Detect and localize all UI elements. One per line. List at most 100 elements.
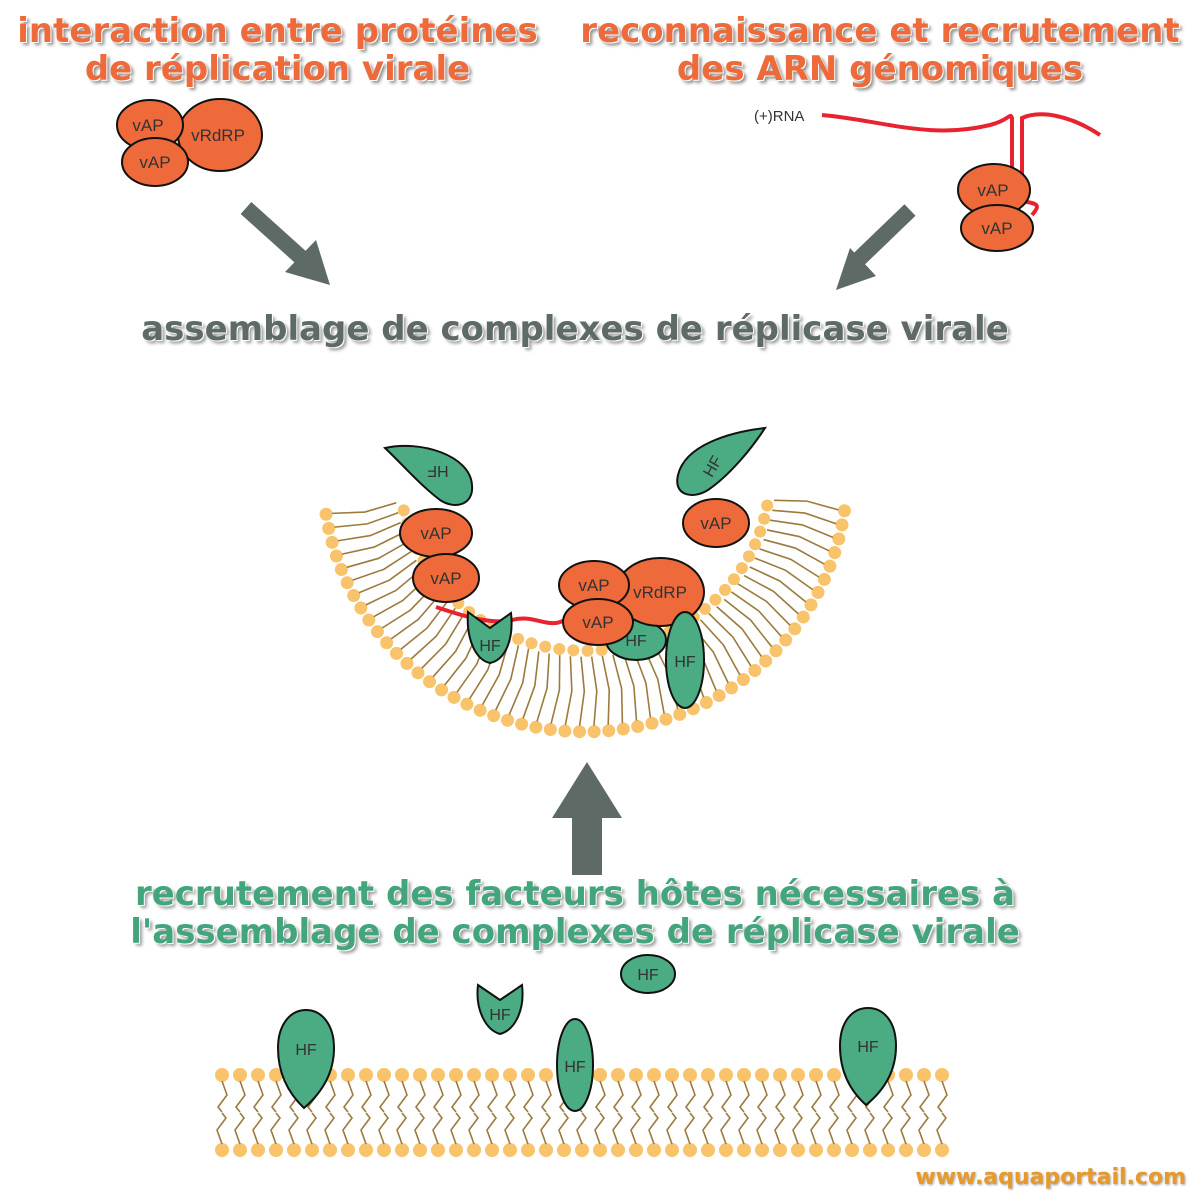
lipid-head: [411, 666, 425, 680]
arrow-up: [552, 762, 622, 875]
lipid-head: [631, 720, 645, 734]
lipid-tail: [633, 650, 652, 718]
lipid-tail: [648, 1112, 660, 1145]
lipid-head: [647, 1143, 661, 1157]
lipid-head: [233, 1143, 247, 1157]
lipid-tail: [342, 1080, 354, 1113]
lipid-head: [515, 717, 529, 731]
lipid-tail: [234, 1080, 246, 1113]
lipid-head: [435, 683, 449, 697]
lipid-tail: [828, 1112, 840, 1145]
lipid-head: [377, 1143, 391, 1157]
host-factor-v: [466, 610, 513, 665]
lipid-head: [755, 1068, 769, 1082]
lipid-head: [811, 585, 825, 599]
vap-protein: [960, 204, 1034, 252]
title-rna-recruitment: reconnaissance et recrutement des ARN gé…: [560, 12, 1200, 88]
vap-protein: [412, 553, 480, 603]
lipid-head: [539, 1143, 553, 1157]
host-factor-pill: [556, 1018, 594, 1112]
title-rna-recruitment-line2: des ARN génomiques: [676, 49, 1084, 89]
lipid-head: [400, 656, 414, 670]
host-factor-drop: [276, 1008, 336, 1110]
lipid-head: [817, 572, 831, 586]
lipid-tail: [612, 1112, 624, 1145]
lipid-head: [832, 532, 846, 546]
lipid-head: [575, 1143, 589, 1157]
rna-strand: [821, 113, 1014, 200]
lipid-head: [593, 1068, 607, 1082]
lipid-head: [487, 709, 501, 723]
lipid-tail: [468, 1112, 480, 1145]
protein-complex-top-left: vRdRP vAP vAP: [116, 98, 263, 187]
lipid-head: [431, 1068, 445, 1082]
lipid-tail: [792, 1112, 804, 1145]
lipid-head: [539, 1068, 553, 1082]
title-host-factor-recruitment-line1: recrutement des facteurs hôtes nécessair…: [134, 874, 1016, 914]
lipid-head: [665, 1143, 679, 1157]
lipid-tail: [421, 614, 464, 669]
lipid-head: [395, 1143, 409, 1157]
lipid-tail: [522, 651, 540, 719]
lipid-head: [659, 712, 673, 726]
lipid-tail: [730, 591, 782, 637]
lipid-tail: [324, 1080, 336, 1113]
hf-label: HF: [479, 638, 501, 655]
hf-label: HF: [489, 1007, 511, 1024]
lipid-head: [380, 636, 394, 650]
lipid-head: [735, 562, 748, 575]
rna-recruitment-group: (+)RNA vAP vAP: [754, 108, 1102, 252]
lipid-head: [645, 716, 659, 730]
lipid-head: [521, 1068, 535, 1082]
lipid-head: [325, 535, 339, 549]
lipid-head: [809, 1068, 823, 1082]
lipid-tail: [216, 1112, 228, 1145]
replicase-complex-vesicle: HF vAP vAP HF vAP HF HF vRdRP vAP vAP HF: [382, 426, 767, 709]
lipid-tail: [270, 1080, 282, 1113]
lipid-head: [788, 622, 802, 636]
lipid-tail: [252, 1112, 264, 1145]
lipid-tail: [252, 1080, 264, 1113]
lipid-tail: [450, 1080, 462, 1113]
lipid-head: [340, 576, 354, 590]
title-host-factor-recruitment-line2: l'assemblage de complexes de réplicase v…: [130, 912, 1020, 952]
vap-label: vAP: [578, 576, 609, 595]
lipid-head: [917, 1068, 931, 1082]
lipid-head: [719, 1068, 733, 1082]
lipid-head: [529, 720, 543, 734]
lipid-tail: [684, 1112, 696, 1145]
lipid-tail: [774, 1080, 786, 1113]
lipid-head: [323, 1143, 337, 1157]
watermark: www.aquaportail.com: [915, 1165, 1186, 1190]
lipid-head: [881, 1143, 895, 1157]
lipid-tail: [918, 1112, 930, 1145]
lipid-tail: [576, 1112, 588, 1145]
lipid-tail: [810, 1112, 822, 1145]
lipid-tail: [486, 1112, 498, 1145]
hf-label: HF: [295, 1042, 317, 1059]
hf-label: HF: [674, 654, 696, 671]
lipid-head: [581, 644, 594, 657]
lipid-tail: [738, 1080, 750, 1113]
lipid-tail: [738, 1112, 750, 1145]
lipid-head: [699, 696, 713, 710]
rna-label: (+)RNA: [754, 108, 804, 125]
lipid-head: [701, 1068, 715, 1082]
vap-label: vAP: [139, 153, 170, 172]
arrow-left-down: [240, 202, 330, 285]
lipid-head: [341, 1143, 355, 1157]
lipid-head: [629, 1143, 643, 1157]
lipid-tail: [450, 1112, 462, 1145]
lipid-head: [215, 1068, 229, 1082]
lipid-tail: [378, 1080, 390, 1113]
host-factor-pill: [665, 611, 705, 709]
lipid-head: [769, 644, 783, 658]
lipid-head: [413, 1068, 427, 1082]
lipid-tail: [846, 1112, 858, 1145]
title-protein-interaction: interaction entre protéines de réplicati…: [0, 12, 555, 88]
lipid-head: [737, 1143, 751, 1157]
lipid-head: [305, 1143, 319, 1157]
lipid-tail: [495, 645, 520, 711]
lipid-tail: [216, 1080, 228, 1113]
lipid-head: [754, 525, 767, 538]
